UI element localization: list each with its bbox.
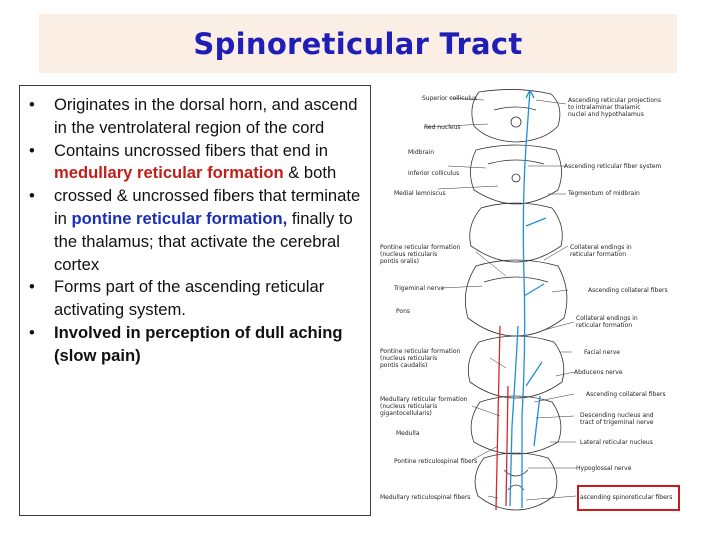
label-pontine-reticulospinal: Pontine reticulospinal fibers [394, 458, 478, 465]
highlight-box [577, 485, 680, 511]
bullet-symbol: • [29, 186, 35, 206]
bullet-text: pontine reticular formation, [71, 208, 288, 228]
bullet-text: crossed & uncrossed fibers that terminat… [54, 186, 361, 228]
label-descending-trigeminal: Descending nucleus and tract of trigemin… [580, 412, 654, 426]
brainstem-figure: Superior colliculus Red nucleus Midbrain… [376, 86, 682, 516]
label-medulla: Medulla [396, 430, 420, 437]
bullet-text: & both [283, 163, 337, 183]
pons-section-2 [464, 259, 568, 337]
label-facial-nerve: Facial nerve [584, 349, 620, 356]
content-box: • Originates in the dorsal horn, and asce… [19, 85, 371, 516]
bullet-item: • Contains uncrossed fibers that end in m… [28, 140, 368, 186]
pons-section-1 [469, 202, 563, 263]
slide-title: Spinoreticular Tract [193, 26, 523, 61]
label-pontine-reticular-oralis: Pontine reticular formation (nucleus ret… [380, 244, 461, 265]
label-collateral-endings-1: Collateral endings in reticular formatio… [570, 244, 632, 258]
label-spinoreticular-fibers: ascending spinoreticular fibers [580, 494, 673, 501]
bullet-text: Involved in perception of dull aching (s… [54, 322, 343, 365]
bullet-list: • Originates in the dorsal horn, and asce… [28, 94, 368, 368]
bullet-text: Contains uncrossed fibers that end in [54, 140, 328, 160]
label-hypoglossal: Hypoglossal nerve [576, 465, 632, 472]
label-medial-lemniscus: Medial lemniscus [394, 190, 446, 197]
label-midbrain: Midbrain [408, 149, 435, 156]
label-pontine-reticular-caudalis: Pontine reticular formation (nucleus ret… [380, 348, 461, 369]
reticulospinal-fibers [495, 325, 509, 511]
midbrain-section-1 [471, 89, 561, 143]
bullet-item: • Originates in the dorsal horn, and asce… [28, 94, 368, 140]
label-ascending-projections: Ascending reticular projections to intra… [568, 97, 661, 118]
label-trigeminal-nerve: Trigeminal nerve [394, 285, 445, 292]
bullet-symbol: • [29, 277, 35, 297]
midbrain-section-2 [470, 144, 562, 205]
label-collateral-endings-2: Collateral endings in reticular formatio… [576, 315, 638, 329]
label-tegmentum: Tegmentum of midbrain [568, 190, 640, 197]
label-red-nucleus: Red nucleus [424, 124, 461, 131]
bullet-item: • Forms part of the ascending reticular a… [28, 276, 368, 322]
label-abducens-nerve: Abducens nerve [574, 369, 623, 376]
bullet-item: • crossed & uncrossed fibers that termina… [28, 185, 368, 276]
ascending-fibers [509, 89, 547, 508]
title-band: Spinoreticular Tract [39, 14, 677, 73]
label-superior-colliculus: Superior colliculus [422, 95, 477, 102]
bullet-symbol: • [29, 322, 35, 342]
bullet-text: Originates in the dorsal horn, and ascen… [54, 95, 358, 137]
label-inferior-colliculus: Inferior colliculus [408, 170, 460, 177]
label-lateral-reticular: Lateral reticular nucleus [580, 439, 653, 446]
bullet-text: Forms part of the ascending reticular ac… [54, 277, 325, 320]
label-medullary-reticular: Medullary reticular formation (nucleus r… [380, 396, 468, 417]
pons-section-3 [467, 335, 565, 399]
spinal-cord-section [474, 452, 558, 511]
medulla-section [470, 395, 562, 455]
label-medullary-reticulospinal: Medullary reticulospinal fibers [380, 494, 471, 501]
leader-lines [423, 97, 577, 501]
bullet-text: finally to the thalamus; that activate t… [54, 208, 353, 274]
brainstem-diagram [423, 89, 577, 511]
label-ascending-fiber-system: Ascending reticular fiber system [564, 163, 662, 170]
label-pons: Pons [396, 308, 411, 315]
bullet-text: medullary reticular formation [54, 163, 284, 183]
bullet-symbol: • [29, 95, 35, 114]
label-ascending-collateral-2: Ascending collateral fibers [586, 391, 666, 398]
label-ascending-collateral-1: Ascending collateral fibers [588, 287, 668, 294]
bullet-symbol: • [29, 140, 35, 160]
bullet-item: • Involved in perception of dull aching (… [28, 322, 368, 368]
